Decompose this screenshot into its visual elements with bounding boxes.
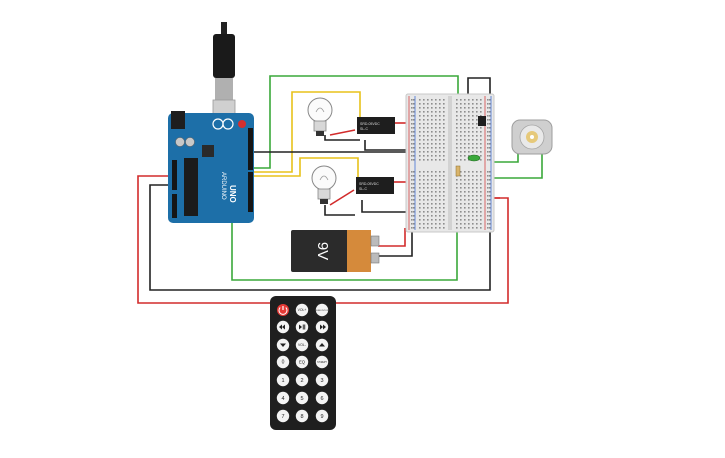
svg-text:FUNC/STOP: FUNC/STOP	[316, 310, 329, 312]
svg-text:EQ: EQ	[299, 359, 306, 364]
atmega-chip	[184, 158, 198, 216]
wire-red-bulb-bottom	[329, 189, 355, 206]
digit-4-button[interactable]: 4	[276, 391, 290, 405]
svg-text:1: 1	[281, 378, 284, 384]
svg-text:5: 5	[300, 396, 303, 402]
green-led[interactable]	[467, 154, 481, 162]
digit-7-button[interactable]: 7	[276, 409, 290, 423]
digital-header-bottom	[248, 172, 253, 212]
play-pause-button[interactable]	[295, 320, 309, 334]
reset-button[interactable]	[238, 120, 246, 128]
zero-button[interactable]: 0	[276, 355, 290, 369]
wire-green-top	[250, 75, 459, 169]
wire-black-bulb-top	[324, 135, 360, 141]
svg-text:SRD-05VDC: SRD-05VDC	[359, 182, 379, 186]
battery-terminal	[370, 252, 380, 264]
svg-text:4: 4	[281, 396, 284, 402]
svg-text:6: 6	[320, 396, 323, 402]
svg-text:ST/REPT: ST/REPT	[317, 362, 327, 364]
svg-text:SL-C: SL-C	[360, 127, 368, 131]
svg-text:2: 2	[300, 378, 303, 384]
capacitor	[175, 137, 185, 147]
wire-green-bottom	[231, 210, 458, 281]
power-header	[172, 160, 177, 190]
svg-text:9: 9	[320, 414, 323, 420]
breadboard[interactable]	[405, 93, 495, 233]
arduino-uno-board[interactable]: ARDUINO UNO	[168, 111, 254, 223]
fast-forward-icon	[320, 324, 326, 330]
fast-forward-button[interactable]	[315, 320, 329, 334]
svg-text:SRD-05VDC: SRD-05VDC	[360, 122, 380, 126]
bulb-bottom[interactable]	[311, 165, 337, 204]
down-arrow-icon	[280, 343, 286, 347]
wire-green-motor-2	[480, 150, 543, 179]
wire-yellow-top	[250, 91, 361, 173]
bulb-top[interactable]	[307, 97, 333, 136]
vol-up-button[interactable]: VOL+	[295, 303, 309, 317]
rewind-button[interactable]	[276, 320, 290, 334]
power-icon-ring	[278, 307, 288, 315]
relay-top[interactable]: SRD-05VDC SL-C	[357, 117, 395, 134]
dc-motor[interactable]	[511, 119, 553, 155]
svg-text:7: 7	[281, 414, 284, 420]
usb-chip	[202, 145, 214, 157]
breadboard-holes	[411, 99, 491, 229]
digit-1-button[interactable]: 1	[276, 373, 290, 387]
up-button[interactable]	[315, 338, 329, 352]
battery-label: 9V	[314, 242, 331, 260]
analog-header	[172, 194, 177, 218]
eq-button[interactable]: EQ	[295, 355, 309, 369]
wire-yellow-bottom	[250, 157, 359, 180]
capacitor	[185, 137, 195, 147]
wire-red-battery	[378, 228, 406, 247]
ir-receiver[interactable]	[478, 116, 486, 126]
digit-6-button[interactable]: 6	[315, 391, 329, 405]
arduino-model-text: UNO	[228, 185, 237, 203]
battery-9v[interactable]: 9V	[291, 230, 380, 272]
down-button[interactable]	[276, 338, 290, 352]
svg-text:SL-C: SL-C	[359, 187, 367, 191]
wire-red-bulb-top	[329, 129, 356, 136]
wire-black-battery	[378, 228, 413, 257]
digit-8-button[interactable]: 8	[295, 409, 309, 423]
relay-bottom[interactable]: SRD-05VDC SL-C	[356, 177, 394, 194]
arduino-logo-icon	[222, 118, 234, 130]
wire-black-relay-bottom	[361, 200, 420, 213]
svg-text:8: 8	[300, 414, 303, 420]
digit-9-button[interactable]: 9	[315, 409, 329, 423]
digit-3-button[interactable]: 3	[315, 373, 329, 387]
arduino-brand-text: ARDUINO	[220, 172, 226, 200]
vol-down-button[interactable]: VOL-	[295, 338, 309, 352]
svg-text:3: 3	[320, 378, 323, 384]
svg-text:VOL+: VOL+	[298, 308, 307, 312]
play-pause-icon	[299, 324, 306, 330]
power-jack	[171, 111, 185, 129]
digital-header-top	[248, 128, 253, 170]
wire-black-bulb-bottom	[324, 205, 355, 216]
wire-black-relay-top	[364, 140, 420, 151]
svg-text:0: 0	[282, 360, 285, 366]
digit-5-button[interactable]: 5	[295, 391, 309, 405]
up-arrow-icon	[319, 343, 325, 347]
resistor[interactable]	[455, 165, 461, 177]
func-stop-button[interactable]: FUNC/STOP	[316, 303, 329, 317]
svg-text:VOL-: VOL-	[298, 343, 306, 347]
rewind-icon	[279, 324, 285, 330]
st-rept-button[interactable]: ST/REPT	[315, 355, 329, 369]
usb-cable	[212, 22, 236, 117]
wire-black-loop	[149, 184, 491, 291]
battery-terminal	[370, 235, 380, 247]
ir-remote[interactable]: VOL+ FUNC/STOP VOL- 0 EQ ST/REPT 1 2 3 4 5 6 7 8 9	[270, 296, 336, 430]
wires	[137, 75, 543, 304]
digit-2-button[interactable]: 2	[295, 373, 309, 387]
